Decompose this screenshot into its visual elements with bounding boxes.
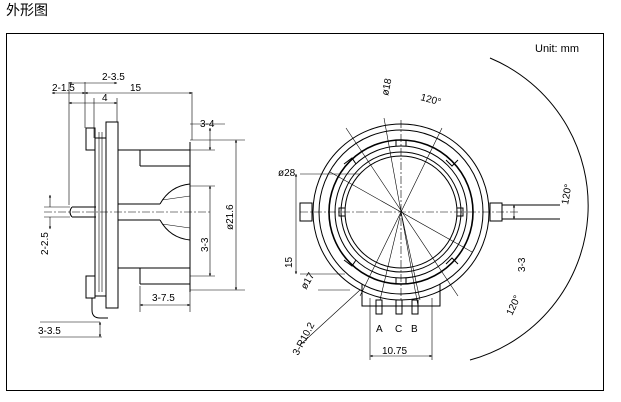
dia-a: ø18 (380, 77, 394, 97)
dim-right-c: 3-3 (200, 237, 211, 252)
dim-right-a: 3-4 (200, 119, 215, 130)
dim-top-b: 2-1.5 (52, 83, 75, 94)
dim-left-b: 3-3.5 (38, 326, 61, 337)
dia-b: ø28 (278, 168, 296, 179)
angle-right: 120° (560, 183, 574, 205)
dim-top-c: 15 (130, 83, 142, 94)
dim-top-d: 4 (102, 93, 108, 104)
dim-top-a: 2-3.5 (102, 72, 125, 83)
terminal-label-b: B (411, 324, 418, 335)
side-view (40, 81, 245, 338)
dim-left-front: 15 (284, 256, 295, 268)
dim-left-a: 2-2.5 (40, 232, 51, 255)
dim-right-front: 3-3 (517, 257, 528, 272)
terminal-label-a: A (376, 324, 383, 335)
dim-right-b: ø21.6 (225, 204, 236, 230)
unit-label: Unit: mm (535, 43, 579, 55)
terminal-label-c: C (395, 324, 402, 335)
dim-radius: 3-R10.2 (291, 320, 318, 357)
angle-top: 120° (419, 92, 442, 108)
angle-bottom: 120° (505, 294, 524, 317)
page-title: 外形图 (6, 3, 48, 19)
dim-bottom-a: 3-7.5 (152, 293, 175, 304)
drawing-frame (6, 33, 604, 391)
dim-bottom-front: 10.75 (382, 346, 407, 357)
front-view (294, 57, 589, 361)
